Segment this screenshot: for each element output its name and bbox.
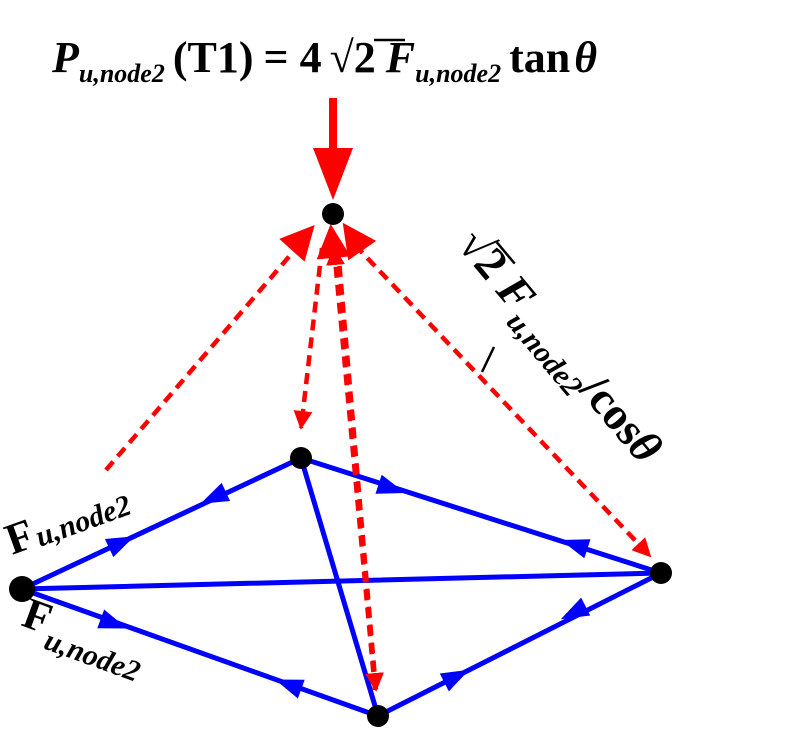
formula-p: P (51, 33, 80, 82)
member-bottom-right (375, 570, 664, 719)
arrow-bottom-right-inward (560, 597, 591, 620)
ray-to-apex-from-left (104, 236, 307, 472)
apex-arrowhead-left (279, 225, 315, 262)
applied-load-arrowhead (313, 148, 353, 200)
arrow-top-right-outward (375, 474, 406, 494)
member-left-right (19, 570, 664, 592)
red-dashed-forces (104, 236, 652, 692)
arrow-left-top-outward (104, 536, 135, 558)
apex-arrowhead-center (316, 224, 351, 260)
member-top-right (298, 455, 664, 576)
label-leader-line (480, 346, 496, 373)
apex-arrowhead-right (342, 222, 377, 261)
arrow-left-top-inward (200, 482, 231, 504)
ray-apex-to-top-node (293, 247, 325, 430)
arrow-bottom-right-outward (439, 669, 470, 692)
formula-f-subscript: u,node2 (415, 59, 501, 88)
upper-force-f: F (0, 509, 41, 564)
formula-tan: tan (509, 33, 570, 82)
member-left-top (19, 455, 304, 592)
formula-p-subscript: u,node2 (79, 59, 165, 88)
lower-force-label: Fu,node2 (13, 588, 154, 688)
edge-label-root-bar (495, 241, 516, 265)
ray-apex-to-bottom-node (335, 247, 384, 692)
edge-force-label: √2Fu,node2/cosθ (441, 219, 672, 478)
svg-text:√2Fu,node2/cosθ: √2Fu,node2/cosθ (441, 219, 672, 478)
svg-text:Fu,node2: Fu,node2 (13, 588, 154, 688)
bottom-node (367, 705, 389, 727)
arrow-left-bottom-inward (274, 679, 305, 699)
edge-label-subscript: u,node2 (500, 306, 589, 403)
arrow-top-right-inward (560, 539, 591, 559)
truss-members (19, 455, 664, 719)
formula-root-argument: 2 (354, 33, 376, 82)
formula-equals-coefficient: = 4 (264, 33, 322, 82)
member-left-bottom (19, 586, 381, 719)
lower-force-subscript: u,node2 (40, 624, 144, 689)
arrow-left-bottom-outward (97, 609, 128, 629)
blue-direction-arrows (97, 474, 591, 699)
left-node (9, 576, 35, 602)
formula-t1: (T1) (173, 33, 254, 82)
formula-theta: θ (574, 33, 597, 82)
formula-root-sign: √ (330, 33, 355, 82)
top-node (290, 447, 312, 469)
right-node (650, 562, 672, 584)
member-top-bottom (298, 455, 381, 719)
apex-node (322, 203, 344, 225)
